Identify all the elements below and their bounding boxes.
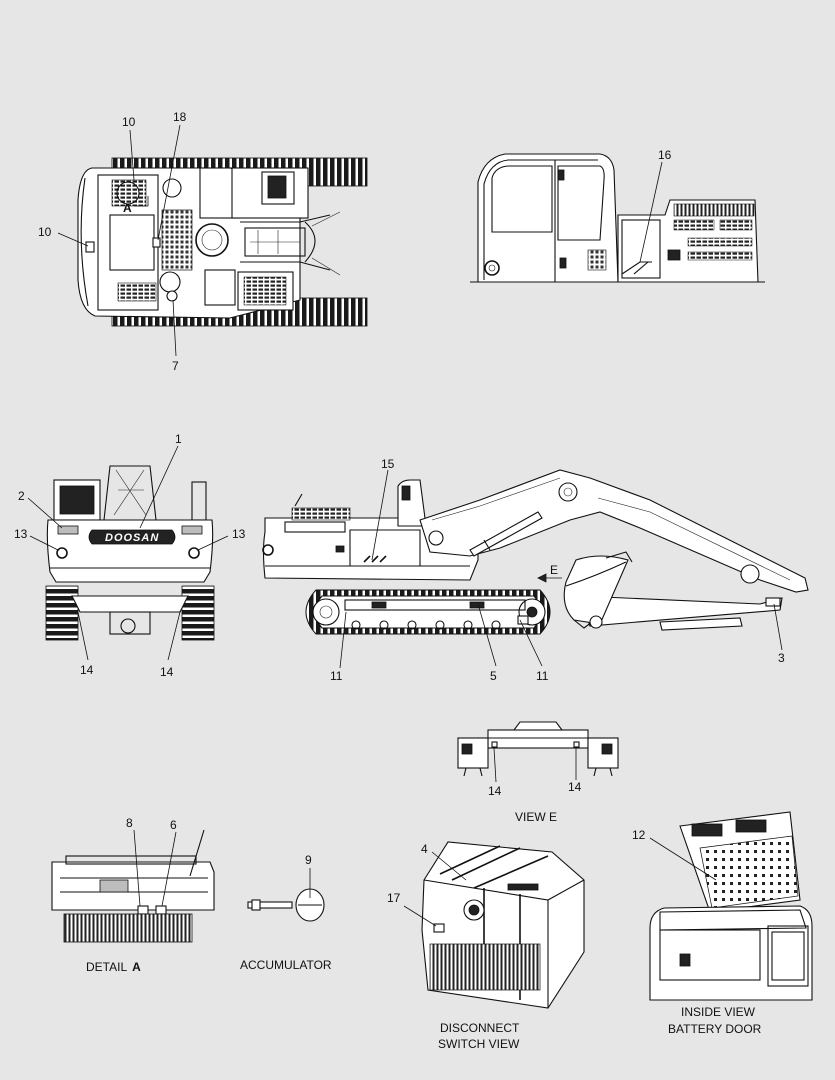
callout-14-rear-left: 14 (80, 663, 94, 677)
callout-12: 12 (632, 828, 646, 842)
callout-3: 3 (778, 651, 785, 665)
callout-10-left: 10 (38, 225, 52, 239)
caption-view-e: VIEW E (515, 810, 557, 824)
caption-battery-line2: BATTERY DOOR (668, 1022, 762, 1036)
machine-side-view: E 15 11 5 11 3 (262, 457, 809, 683)
callout-13-left: 13 (14, 527, 28, 541)
callout-18: 18 (173, 110, 187, 124)
callout-2: 2 (18, 489, 25, 503)
callout-14-view-left: 14 (488, 784, 502, 798)
callout-7: 7 (172, 359, 179, 373)
callout-17: 17 (387, 891, 401, 905)
view-e-drawing: 14 14 VIEW E (457, 721, 619, 824)
view-e-marker: E (550, 563, 558, 577)
callout-1: 1 (175, 432, 182, 446)
caption-disconnect-line2: SWITCH VIEW (438, 1037, 520, 1051)
cab-side-view: 16 (470, 148, 765, 283)
caption-battery-line1: INSIDE VIEW (681, 1005, 756, 1019)
callout-6: 6 (170, 818, 177, 832)
detail-a-marker: A (123, 201, 132, 215)
callout-14-view-right: 14 (568, 780, 582, 794)
callout-10-top: 10 (122, 115, 136, 129)
callout-8: 8 (126, 816, 133, 830)
callout-15: 15 (381, 457, 395, 471)
callout-11-left: 11 (330, 669, 343, 683)
top-view: 10 18 10 7 A (38, 110, 368, 373)
callout-11-right: 11 (536, 669, 549, 683)
caption-disconnect-line1: DISCONNECT (440, 1021, 520, 1035)
rear-view: DOOSAN 1 2 13 13 14 14 (14, 432, 246, 679)
battery-door-drawing: 12 INSIDE VIEW BATTERY DOOR (632, 811, 813, 1036)
callout-4: 4 (421, 842, 428, 856)
callout-5: 5 (490, 669, 497, 683)
callout-14-rear-right: 14 (160, 665, 174, 679)
callout-16: 16 (658, 148, 672, 162)
caption-accumulator: ACCUMULATOR (240, 958, 332, 972)
callout-13-right: 13 (232, 527, 246, 541)
brand-label: DOOSAN (105, 532, 159, 544)
callout-9: 9 (305, 853, 312, 867)
accumulator-drawing: 9 ACCUMULATOR (240, 853, 332, 972)
disconnect-switch-drawing: 4 17 DISCONNECT SWITCH VIEW (387, 841, 585, 1051)
